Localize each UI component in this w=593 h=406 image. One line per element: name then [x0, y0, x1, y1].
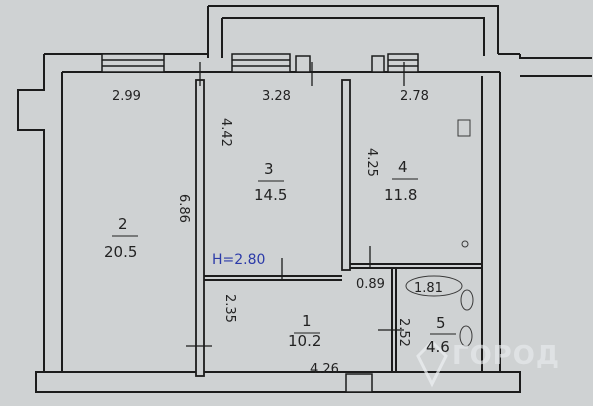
dim-room5-width: 1.81: [414, 281, 443, 296]
dim-room2-width: 2.99: [112, 89, 141, 104]
watermark-logo: ГОРОД: [416, 339, 560, 388]
room5-area: 4.6: [426, 338, 450, 356]
dim-room4-height: 4.25: [364, 148, 379, 177]
room3-number: 3: [264, 160, 274, 178]
dim-room1-height: 2.35: [222, 294, 237, 323]
room4-number: 4: [398, 158, 408, 176]
ceiling-height: H=2.80: [212, 252, 265, 268]
dim-room5-height: 2.52: [396, 318, 411, 347]
dim-room4-width: 2.78: [400, 89, 429, 104]
dim-room2-height: 6.86: [176, 194, 191, 223]
room1-area: 10.2: [288, 332, 321, 350]
room1-number: 1: [302, 312, 312, 330]
windows: [101, 53, 419, 393]
dim-room3-width: 3.28: [262, 89, 291, 104]
dim-door-gap: 0.89: [356, 277, 385, 292]
room2-area: 20.5: [104, 243, 137, 261]
dim-room3-height: 4.42: [218, 118, 233, 147]
label-underlines: [112, 178, 456, 335]
room2-number: 2: [118, 215, 128, 233]
watermark-text: ГОРОД: [452, 341, 560, 371]
fixtures: [405, 119, 474, 347]
dim-bottom-width: 4.26: [310, 362, 339, 377]
room5-number: 5: [436, 314, 446, 332]
interior-walls: [186, 62, 482, 377]
room4-area: 11.8: [384, 186, 417, 204]
room3-area: 14.5: [254, 186, 287, 204]
